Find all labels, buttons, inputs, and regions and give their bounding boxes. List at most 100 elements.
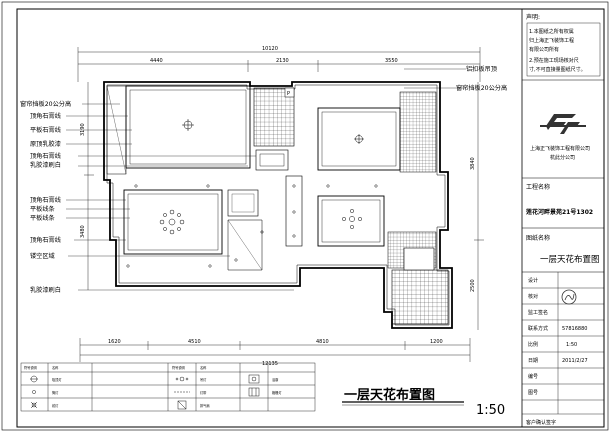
- legend-item-2: 筒灯: [52, 390, 59, 395]
- notice-header: 声明:: [526, 13, 540, 21]
- left-label-1: 窗帘挡板20公分高: [20, 100, 71, 108]
- signature-stamp: [561, 289, 577, 305]
- legend-header-2: 名称: [52, 365, 59, 370]
- kitchen-aluminum-ceiling: [253, 87, 295, 147]
- dimensions: [77, 47, 484, 362]
- date-value: 2011/2/27: [562, 358, 588, 364]
- left-label-7: 顶角石膏线: [30, 196, 61, 204]
- right-label-aluminum: 铝扣板吊顶: [466, 65, 497, 73]
- left-label-5: 顶角石膏线: [30, 152, 61, 160]
- downlight-icon: [134, 184, 138, 188]
- drawing-name: 一层天花布置图: [540, 254, 600, 265]
- left-label-6: 乳胶漆刷白: [30, 161, 61, 169]
- left-label-3: 平板石膏线: [30, 126, 61, 134]
- scale-value: 1:50: [566, 342, 577, 348]
- left-label-9: 平板线条: [30, 214, 55, 222]
- light-fixtures: [126, 119, 378, 268]
- chandelier-icon: [175, 376, 189, 382]
- notice-line-1b: 归上海正飞装饰工程: [529, 37, 574, 44]
- legend-item-7: 浴霸: [272, 377, 278, 382]
- ceiling-light-icon: [30, 375, 38, 383]
- downlight-icon: [32, 390, 36, 394]
- dim-bottom-total: 12135: [262, 361, 278, 367]
- date-label: 日期: [528, 358, 538, 364]
- supervisor-label: 监工签名: [528, 309, 548, 316]
- spotlight-icon: [30, 401, 38, 409]
- dim-bottom-1: 1620: [108, 339, 121, 345]
- number-label: 编号: [528, 373, 538, 380]
- chandelier-icon: [159, 209, 185, 235]
- legend-item-6: 排气扇: [200, 403, 210, 408]
- project-name: 莲花河畔景苑21号1302: [526, 208, 593, 216]
- floor-plan: P: [103, 81, 453, 329]
- downlight-icon: [208, 264, 212, 268]
- study-ceiling-panel: [317, 195, 385, 247]
- dim-top-2: 2130: [276, 58, 289, 64]
- chandelier-icon: [342, 209, 362, 229]
- contact-label: 联系方式: [528, 325, 548, 332]
- balcony-tiled-ceiling: [391, 269, 449, 325]
- left-label-4: 原顶乳胶漆: [30, 140, 61, 148]
- left-label-12: 乳胶漆刷白: [30, 286, 61, 294]
- sheet-inner-border: [16, 8, 605, 428]
- leader-lines: [66, 68, 466, 291]
- downlight-icon: [292, 184, 296, 188]
- downlight-icon: [326, 184, 330, 188]
- left-label-10: 顶角石膏线: [30, 236, 61, 244]
- room-tag: P: [287, 91, 290, 97]
- drawing-main-scale: 1:50: [476, 403, 505, 418]
- dim-bottom-3: 4810: [316, 339, 329, 345]
- legend-item-4: 吊灯: [200, 377, 207, 382]
- company-branch: 杭此分公司: [550, 154, 575, 161]
- downlight-icon: [292, 210, 296, 214]
- notice-line-1c: 有限公司所有: [529, 46, 559, 53]
- design-label: 设计: [528, 277, 538, 284]
- left-label-8: 平板线条: [30, 205, 55, 213]
- downlight-icon: [234, 258, 238, 262]
- grille-light-icon: [248, 387, 260, 397]
- left-label-2: 顶角石膏线: [30, 112, 61, 120]
- drawing-label: 图纸名称: [526, 234, 550, 242]
- legend-symbols: [30, 374, 260, 410]
- client-sign-label: 客户确认签字: [526, 419, 556, 426]
- downlight-icon: [126, 264, 130, 268]
- dim-right-1: 3840: [470, 157, 476, 170]
- bath-heater-icon: [248, 374, 260, 384]
- project-label: 工程名称: [526, 183, 550, 191]
- dim-top-3: 3550: [385, 58, 398, 64]
- legend-item-5: 灯带: [200, 390, 207, 395]
- notice-line-2a: 2.预在施工现场核对尺: [529, 57, 579, 64]
- downlight-icon: [374, 184, 378, 188]
- scale-label: 比例: [528, 341, 538, 348]
- legend-header-1: 符号说明: [24, 365, 37, 370]
- dining-ceiling-panel: [123, 189, 223, 255]
- company-name: 上海正飞装饰工程有限公司: [530, 145, 590, 152]
- company-logo: [540, 114, 586, 134]
- sheet-label: 图号: [528, 390, 538, 396]
- notice-line-1a: 1.本图纸之所有权属: [529, 28, 574, 35]
- check-label: 核对: [528, 293, 538, 300]
- contact-value: 57816880: [562, 326, 587, 332]
- legend-item-3: 射灯: [52, 403, 59, 408]
- legend-item-1: 吸顶灯: [52, 377, 62, 382]
- dim-bottom-4: 1200: [430, 339, 443, 345]
- dim-bottom-2: 4510: [188, 339, 201, 345]
- downlight-icon: [260, 230, 264, 234]
- legend-item-8: 格栅灯: [272, 390, 282, 395]
- downlight-icon: [292, 234, 296, 238]
- left-label-11: 镂空区域: [30, 252, 55, 260]
- legend-header-3: 符号说明: [172, 365, 185, 370]
- legend-table: [20, 362, 316, 412]
- dim-left-2: 3480: [80, 225, 86, 238]
- right-label-curtain: 窗帘挡板20公分高: [456, 84, 507, 92]
- dim-right-2: 2500: [470, 279, 476, 292]
- dim-left-1: 3190: [80, 123, 86, 136]
- notice-line-2b: 寸,不可直接量图纸尺寸。: [529, 66, 586, 73]
- dim-top-1: 4440: [150, 58, 163, 64]
- title-block: 声明: 1.本图纸之所有权属 归上海正飞装饰工程 有限公司所有 2.预在施工现场…: [522, 13, 604, 426]
- dim-top-total: 10120: [262, 46, 278, 52]
- downlight-icon: [206, 184, 210, 188]
- exhaust-fan-icon: [177, 400, 187, 410]
